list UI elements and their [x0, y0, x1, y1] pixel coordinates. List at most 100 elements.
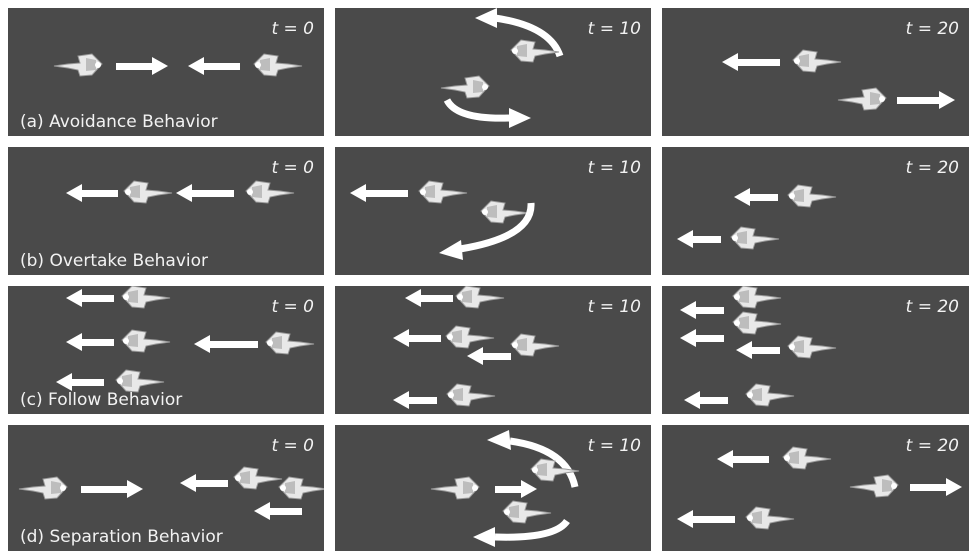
panel-b-t10: t = 10: [335, 147, 651, 275]
time-label: t = 20: [905, 436, 959, 456]
agent-left: [455, 286, 505, 309]
agent-left: [115, 369, 165, 393]
arrow-left: [684, 391, 728, 409]
arrow-left: [734, 188, 778, 206]
scene: [350, 180, 535, 260]
caption: (a) Avoidance Behavior: [20, 112, 218, 132]
arrow-left: [677, 510, 735, 528]
arrow-left: [350, 184, 408, 202]
agent-left: [732, 286, 782, 309]
agent-left: [730, 226, 780, 250]
agent-left: [787, 335, 837, 359]
agent-left: [787, 184, 837, 208]
panel-d-t10: t = 10: [335, 425, 651, 551]
panel-d-t20: t = 20: [662, 425, 969, 551]
arrow-left: [677, 230, 721, 248]
agent-left: [732, 311, 782, 335]
arrow-left: [717, 450, 769, 468]
time-label: t = 0: [271, 436, 314, 456]
time-label: t = 0: [271, 297, 314, 317]
agent-right: [440, 75, 490, 99]
arrow-left: [194, 335, 258, 353]
arrow-right: [495, 480, 537, 498]
scene: [680, 286, 837, 409]
arrow-head: [475, 8, 497, 28]
agent-left: [782, 446, 832, 470]
arrow-left: [393, 329, 441, 347]
agent-right: [430, 476, 480, 500]
arrow-left: [393, 391, 437, 409]
agent-left: [233, 466, 283, 490]
agent-left: [445, 325, 495, 349]
time-label: t = 0: [271, 19, 314, 39]
agent-left: [446, 383, 496, 407]
scene: [677, 184, 837, 250]
agent-left: [121, 329, 171, 353]
arrow-left: [680, 301, 724, 319]
arrow-head: [473, 527, 495, 547]
agent-left: [121, 286, 171, 309]
arrow-left: [254, 502, 302, 520]
agent-right: [53, 53, 103, 77]
arrow-right: [81, 480, 143, 498]
caption: (b) Overtake Behavior: [20, 251, 209, 271]
curved-arrow: [443, 98, 511, 122]
time-label: t = 0: [271, 158, 314, 178]
panel-b-t0: t = 0 (b) Overtake Behavior: [8, 147, 324, 275]
agent-left: [418, 180, 468, 204]
scene: [722, 49, 955, 111]
agent-left: [253, 53, 303, 77]
panel-b-t20: t = 20: [662, 147, 969, 275]
arrow-left: [180, 474, 228, 492]
time-label: t = 10: [587, 297, 641, 317]
arrow-left: [66, 333, 114, 351]
panel-c-t10: t = 10: [335, 286, 651, 414]
time-label: t = 10: [587, 158, 641, 178]
arrow-left: [188, 57, 240, 75]
scene: [430, 430, 580, 547]
arrow-right: [897, 91, 955, 109]
panel-a-t0: t = 0 (a) Avoidance Behavior: [8, 8, 324, 136]
arrow-right: [910, 478, 962, 496]
scene: [677, 446, 962, 530]
arrow-left: [680, 329, 724, 347]
agent-left: [245, 180, 295, 204]
agent-left: [792, 49, 842, 73]
arrow-left: [736, 341, 780, 359]
scene: [440, 8, 564, 128]
arrow-left: [467, 347, 511, 365]
time-label: t = 10: [587, 436, 641, 456]
arrow-head: [509, 108, 531, 128]
agent-left: [745, 383, 795, 407]
agent-right: [849, 474, 899, 498]
curved-arrow: [494, 518, 570, 541]
agent-right: [837, 87, 887, 111]
agent-left: [510, 333, 560, 357]
panel-a-t20: t = 20: [662, 8, 969, 136]
arrow-left: [176, 184, 234, 202]
arrow-left: [722, 53, 780, 71]
agent-right: [18, 476, 68, 500]
arrow-left: [66, 289, 114, 307]
agent-left: [265, 331, 315, 355]
arrow-head: [487, 430, 511, 450]
agent-left: [123, 180, 173, 204]
agent-overtaking: [480, 200, 530, 224]
arrow-head: [439, 240, 463, 260]
curved-arrow: [459, 202, 535, 253]
curved-arrow: [494, 14, 564, 58]
arrow-left: [66, 184, 118, 202]
time-label: t = 20: [905, 19, 959, 39]
agent-left: [502, 500, 552, 524]
caption: (d) Separation Behavior: [20, 527, 223, 547]
agent-left: [278, 476, 324, 500]
agent-left: [745, 506, 795, 530]
arrow-left: [405, 289, 453, 307]
panel-c-t20: t = 20: [662, 286, 969, 414]
scene: [393, 286, 560, 409]
arrow-right: [116, 57, 168, 75]
time-label: t = 20: [905, 158, 959, 178]
time-label: t = 20: [905, 297, 959, 317]
panel-d-t0: t = 0 (d) Separation Behavior: [8, 425, 324, 551]
arrow-left: [56, 373, 104, 391]
